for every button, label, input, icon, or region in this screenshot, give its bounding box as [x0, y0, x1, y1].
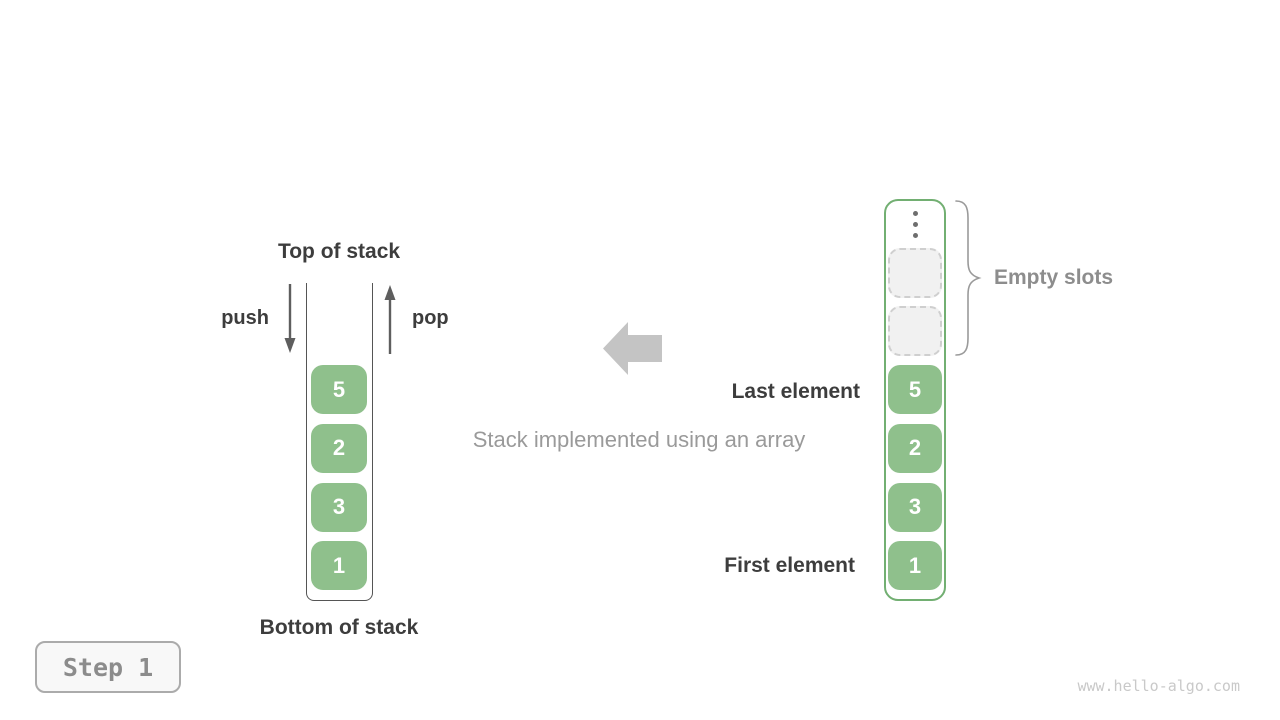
pop-arrow-up-icon — [384, 285, 396, 354]
empty-slot — [888, 248, 942, 298]
first-element-label: First element — [724, 554, 855, 577]
push-label: push — [221, 307, 269, 329]
top-of-stack-label: Top of stack — [277, 240, 401, 263]
stack-cell: 5 — [888, 365, 942, 414]
stack-cell: 1 — [888, 541, 942, 591]
empty-slots-label: Empty slots — [994, 266, 1114, 289]
step-badge: Step 1 — [35, 641, 181, 693]
watermark: www.hello-algo.com — [1077, 677, 1240, 695]
left-block-arrow-icon — [603, 322, 662, 375]
stack-cell: 3 — [888, 482, 942, 532]
pop-label: pop — [412, 307, 449, 329]
push-arrow-down-icon — [284, 284, 296, 353]
array-container: 5 2 3 1 — [884, 199, 946, 601]
empty-slots-brace-icon — [955, 200, 982, 356]
last-element-label: Last element — [731, 380, 860, 403]
figure-caption: Stack implemented using an array — [472, 427, 806, 452]
vertical-ellipsis-icon — [886, 211, 944, 238]
bottom-of-stack-label: Bottom of stack — [259, 616, 419, 639]
stack-container — [306, 283, 373, 601]
stack-cell: 2 — [888, 423, 942, 473]
empty-slot — [888, 306, 942, 356]
